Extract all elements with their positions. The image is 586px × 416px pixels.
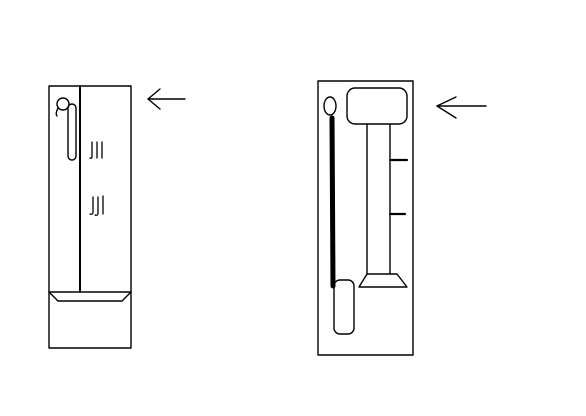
right-top-box [346, 87, 408, 125]
right-base-trapezoid [358, 273, 408, 288]
left-appliance-sketch [48, 85, 186, 349]
right-knob-icon [323, 96, 337, 116]
left-drawer-lip [48, 291, 132, 302]
left-marks [89, 141, 104, 216]
right-cabinet-outline [317, 80, 414, 356]
left-knob-icon [56, 97, 70, 111]
mark-1-glyph-a [89, 141, 93, 159]
right-thick-bar [329, 115, 336, 289]
left-cabinet-outline [48, 85, 132, 349]
left-arrow-head [147, 88, 161, 110]
left-knob-stem [55, 107, 59, 117]
right-appliance-sketch [317, 80, 487, 356]
right-arrow-head [436, 96, 457, 119]
right-bottom-pod [333, 279, 355, 335]
right-pointer-arrow [436, 96, 487, 119]
left-handle [67, 103, 77, 161]
mark-2-glyph-a [89, 196, 94, 215]
left-pointer-arrow [147, 88, 186, 110]
mark-2-glyph-b [94, 196, 99, 216]
